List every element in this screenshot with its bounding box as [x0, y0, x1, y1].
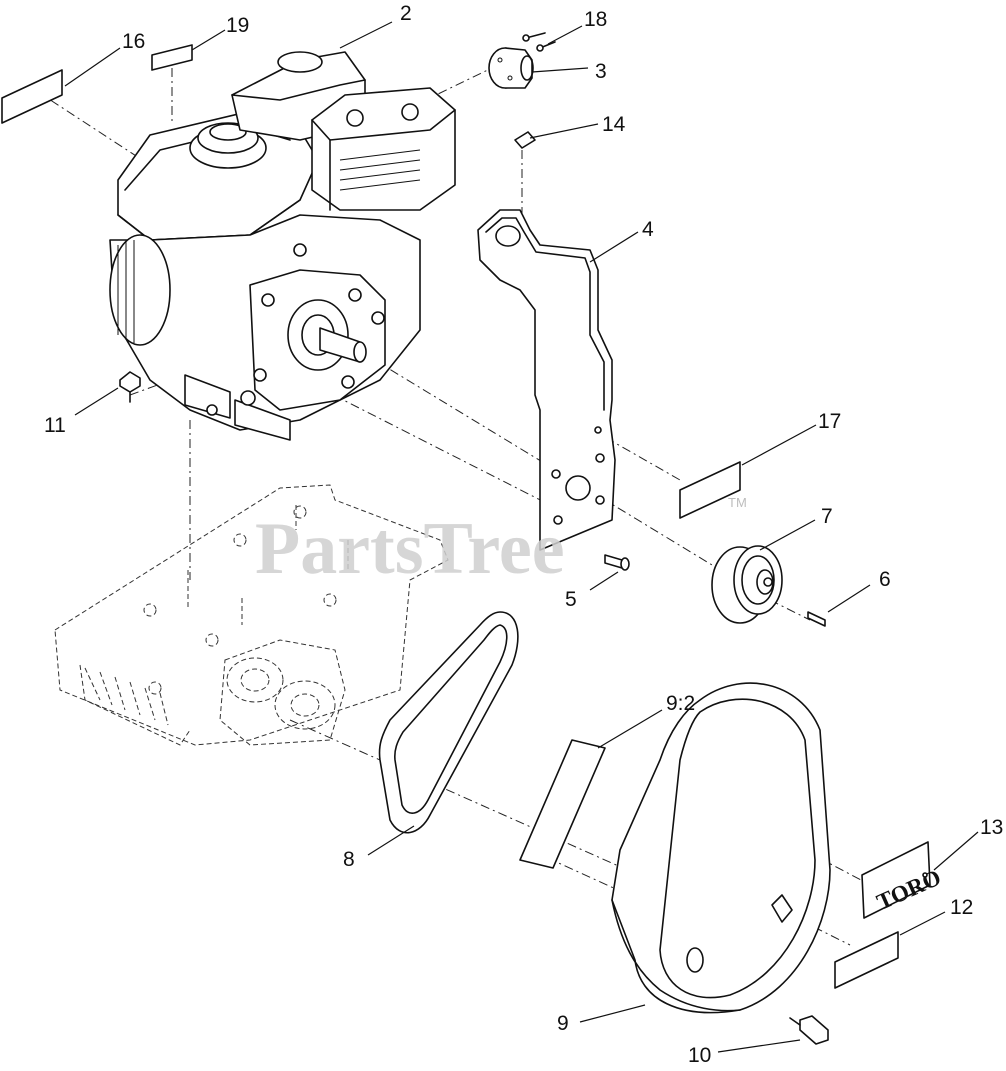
belt-guard — [611, 682, 831, 1014]
watermark: PartsTree TM — [255, 495, 747, 590]
engine — [109, 51, 456, 441]
callout-3: 3 — [595, 60, 607, 83]
bolt-5 — [604, 554, 630, 571]
callout-18: 18 — [584, 8, 607, 31]
bolt-11 — [119, 371, 141, 403]
decal-17 — [679, 461, 741, 519]
callout-17: 17 — [818, 410, 841, 433]
callout-13: 13 — [980, 816, 1003, 839]
toro-logo-plate: TORO — [861, 841, 945, 919]
callout-7: 7 — [821, 505, 833, 528]
decal-16 — [1, 69, 63, 124]
callout-8: 8 — [343, 848, 355, 871]
chassis-plate — [54, 484, 449, 746]
key-6 — [807, 611, 826, 627]
callout-4: 4 — [642, 218, 654, 241]
callout-9: 9 — [557, 1012, 569, 1035]
callout-12: 12 — [950, 896, 973, 919]
screws-18 — [522, 32, 556, 52]
callout-labels: 16 19 2 18 3 14 4 17 7 5 6 11 8 9:2 13 1… — [44, 2, 1003, 1067]
engine-mount-bracket — [477, 209, 616, 551]
decal-9-2 — [519, 739, 606, 869]
drive-pulley — [711, 545, 783, 624]
clip-14 — [514, 131, 536, 149]
callout-19: 19 — [226, 14, 249, 37]
decal-12 — [834, 931, 899, 989]
callout-16: 16 — [122, 30, 145, 53]
callout-11: 11 — [44, 414, 66, 437]
watermark-text: PartsTree — [255, 508, 565, 590]
decal-19 — [151, 44, 193, 71]
watermark-trademark: TM — [728, 495, 747, 510]
callout-6: 6 — [879, 568, 891, 591]
bolt-10 — [789, 1015, 829, 1045]
leader-lines — [64, 21, 979, 1053]
v-belt — [378, 611, 519, 834]
callout-14: 14 — [602, 113, 626, 136]
callout-5: 5 — [565, 588, 577, 611]
callout-9-2: 9:2 — [666, 692, 695, 715]
cover-cap-3 — [488, 47, 534, 89]
callout-10: 10 — [688, 1044, 711, 1067]
callout-2: 2 — [400, 2, 412, 25]
